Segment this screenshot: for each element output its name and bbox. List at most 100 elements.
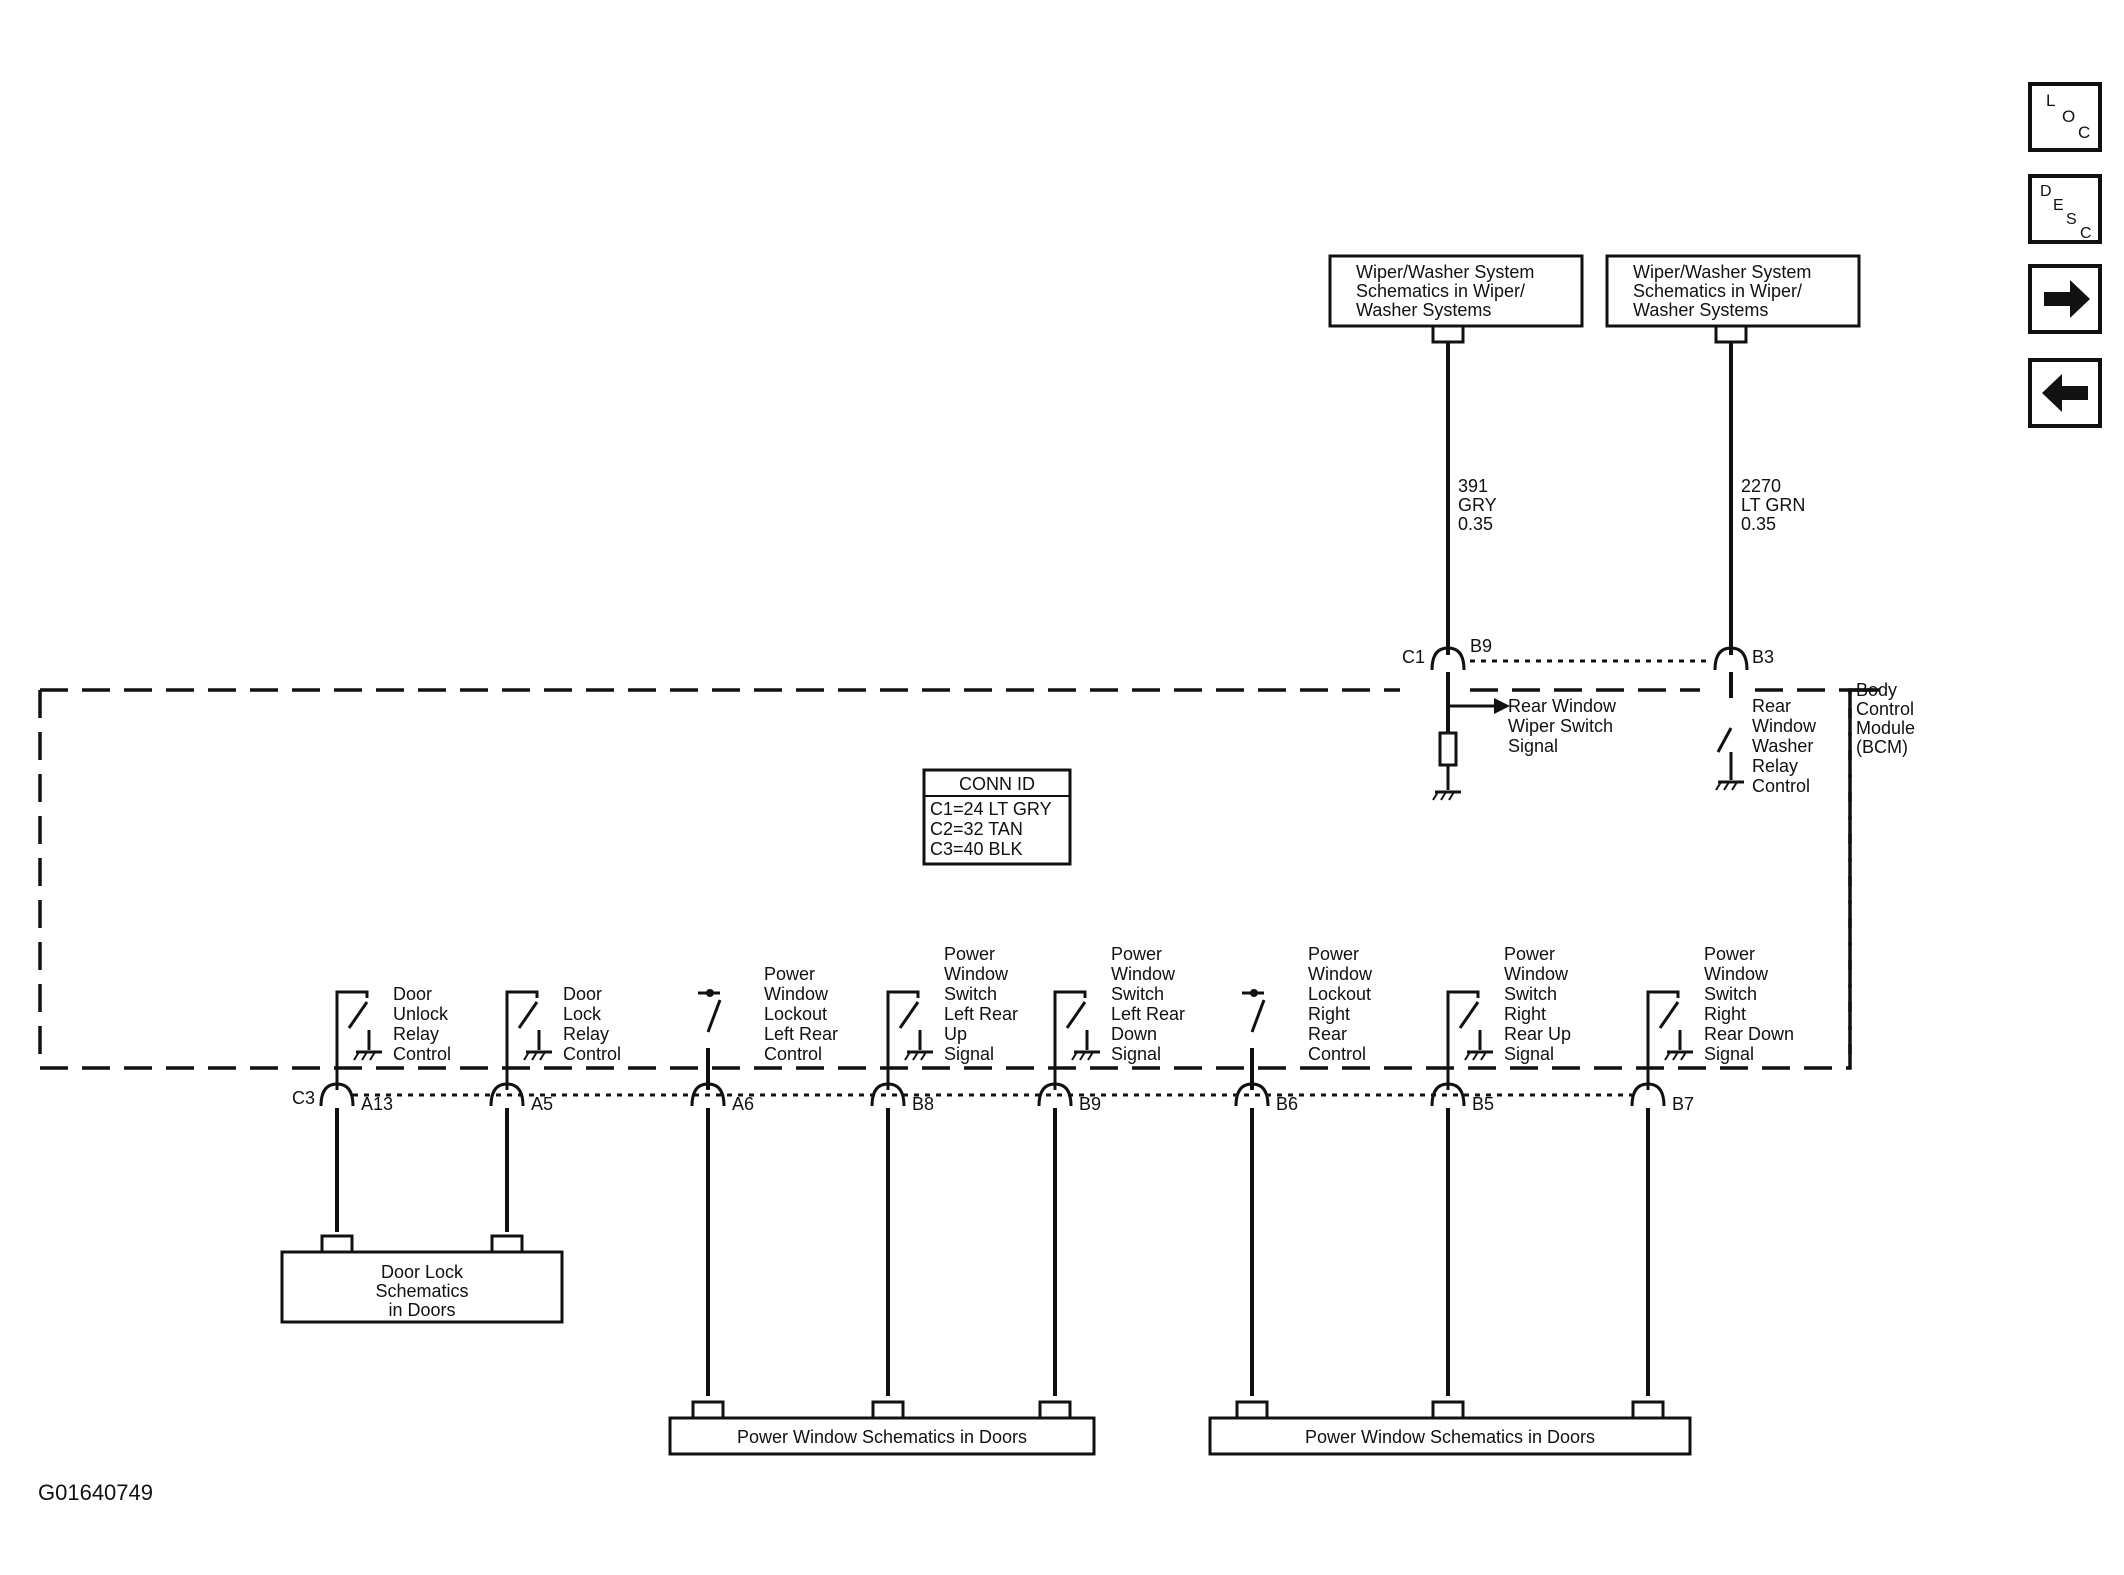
conn-id-title: CONN ID	[959, 774, 1035, 794]
relay-switch-contact	[517, 1001, 539, 1029]
ground-hatch	[1448, 791, 1455, 801]
relay-switch-contact	[898, 1001, 920, 1029]
power-window-schematic-box-left[interactable]	[668, 1416, 1096, 1456]
connector-c3-label: C3	[292, 1088, 315, 1108]
pin-label: A13	[361, 1094, 393, 1114]
power-window-schematic-box-right[interactable]	[1208, 1416, 1692, 1456]
loc-button[interactable]: LOC	[2028, 82, 2102, 152]
resistor-symbol	[1438, 731, 1458, 767]
pin-label: B9	[1470, 636, 1492, 656]
ground-symbol	[1071, 1050, 1100, 1061]
pin-label: A5	[531, 1094, 553, 1114]
desc-letter: D	[2040, 183, 2052, 200]
relay-switch-contact	[1716, 727, 1733, 753]
connector-symbol	[1630, 1082, 1666, 1107]
connector-symbol	[1234, 1082, 1270, 1107]
ground-hatch	[369, 1051, 376, 1061]
pin-label: B8	[912, 1094, 934, 1114]
prev-button[interactable]	[2028, 358, 2102, 428]
switch-contact	[706, 999, 722, 1033]
ground-hatch	[1480, 1051, 1487, 1061]
pin-label: B6	[1276, 1094, 1298, 1114]
pin-label: B7	[1672, 1094, 1694, 1114]
door-lock-schematic-box[interactable]	[280, 1250, 564, 1324]
pin-label: B5	[1472, 1094, 1494, 1114]
pin-label: B9	[1079, 1094, 1101, 1114]
ground-hatch	[1664, 1051, 1671, 1061]
box-tab	[1038, 1400, 1072, 1418]
wiper-washer-schematic-box[interactable]	[1328, 254, 1584, 328]
wiper-washer-schematic-box[interactable]	[1605, 254, 1861, 328]
connector-symbol	[690, 1082, 726, 1107]
ground-hatch	[920, 1051, 927, 1061]
ground-hatch	[1731, 781, 1738, 791]
loc-letter: O	[2062, 107, 2075, 126]
relay-switch-frame	[335, 990, 369, 1090]
connector-symbol	[1430, 646, 1466, 671]
connector-c1-label: C1	[1402, 647, 1425, 667]
ground-symbol	[904, 1050, 933, 1061]
ground-symbol	[1464, 1050, 1493, 1061]
loc-letter: L	[2046, 91, 2055, 110]
ground-symbol	[1432, 790, 1461, 801]
ground-hatch	[1087, 1051, 1094, 1061]
relay-switch-frame	[886, 990, 920, 1090]
connector-symbol	[1430, 1082, 1466, 1107]
relay-switch-contact	[1458, 1001, 1480, 1029]
right-arrow-icon	[2044, 280, 2090, 318]
ground-hatch	[1079, 1051, 1086, 1061]
ground-hatch	[904, 1051, 911, 1061]
figure-id: G01640749	[38, 1480, 153, 1505]
relay-switch-frame	[505, 990, 539, 1090]
desc-button-frame[interactable]	[2028, 174, 2102, 244]
ground-hatch	[539, 1051, 546, 1061]
box-tab	[1631, 1400, 1665, 1418]
left-arrow-icon	[2042, 374, 2088, 412]
wires-layer	[38, 326, 1880, 1418]
loc-button-frame[interactable]	[2028, 82, 2102, 152]
ground-hatch	[361, 1051, 368, 1061]
box-tab	[691, 1400, 725, 1418]
ground-hatch	[1672, 1051, 1679, 1061]
pin-label: B3	[1752, 647, 1774, 667]
connector-symbol	[489, 1082, 525, 1107]
box-tab	[1431, 1400, 1465, 1418]
next-button[interactable]	[2028, 264, 2102, 334]
pin-label: A6	[732, 1094, 754, 1114]
ground-hatch	[1440, 791, 1447, 801]
ground-symbol	[1715, 780, 1744, 791]
relay-switch-contact	[347, 1001, 369, 1029]
signal-arrow-head	[1494, 698, 1510, 714]
relay-switch-frame	[1053, 990, 1087, 1090]
ground-hatch	[523, 1051, 530, 1061]
box-tab	[1235, 1400, 1269, 1418]
box-tab	[1431, 326, 1465, 344]
ground-hatch	[1723, 781, 1730, 791]
switch-pivot	[1250, 989, 1258, 997]
box-tab	[871, 1400, 905, 1418]
ground-hatch	[353, 1051, 360, 1061]
ground-hatch	[531, 1051, 538, 1061]
ground-hatch	[1472, 1051, 1479, 1061]
box-tab	[320, 1234, 354, 1252]
relay-switch-frame	[1446, 990, 1480, 1090]
ground-hatch	[1464, 1051, 1471, 1061]
relay-switch-contact	[1065, 1001, 1087, 1029]
connector-symbol	[1713, 646, 1749, 671]
desc-letter: S	[2066, 211, 2077, 228]
